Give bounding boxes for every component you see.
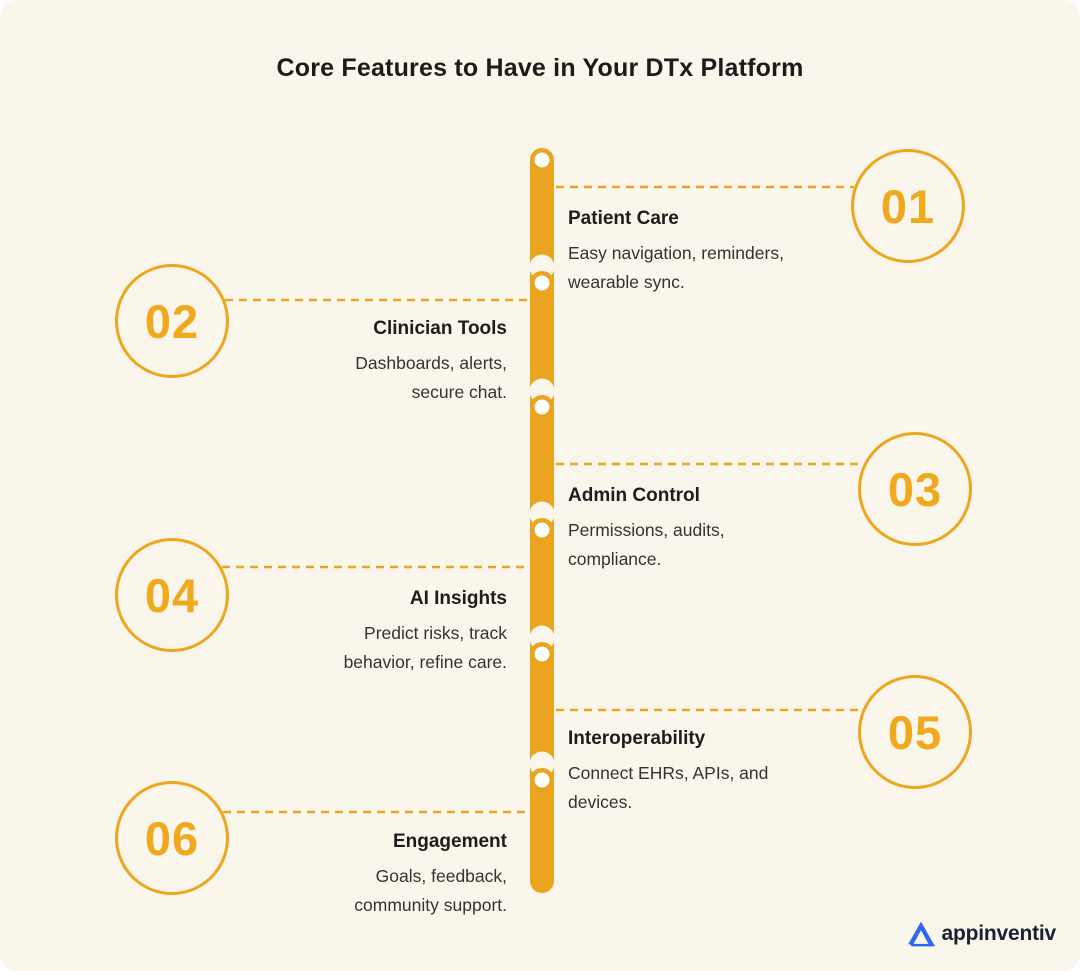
step-4: AI Insights Predict risks, track behavio… — [197, 587, 507, 677]
brand-logo: appinventiv — [906, 921, 1057, 947]
step-1: Patient Care Easy navigation, reminders,… — [568, 207, 878, 297]
timeline-node-dots — [534, 152, 550, 788]
step-6-description: Goals, feedback, community support. — [354, 866, 507, 915]
step-5: Interoperability Connect EHRs, APIs, and… — [568, 727, 878, 817]
step-1-number: 01 — [880, 179, 936, 233]
step-5-number: 05 — [887, 705, 943, 759]
appinventiv-triangle-icon — [906, 921, 935, 947]
step-2: Clinician Tools Dashboards, alerts, secu… — [197, 317, 507, 407]
step-5-description: Connect EHRs, APIs, and devices. — [568, 763, 769, 812]
step-6-title: Engagement — [392, 831, 507, 852]
step-1-title: Patient Care — [568, 208, 679, 229]
step-3-description: Permissions, audits, compliance. — [568, 520, 725, 569]
step-4-title: AI Insights — [409, 588, 507, 609]
step-2-number: 02 — [144, 294, 200, 348]
step-6: Engagement Goals, feedback, community su… — [197, 830, 507, 920]
node-dot-4 — [534, 522, 550, 538]
node-dot-1 — [534, 152, 550, 168]
step-6-number: 06 — [144, 811, 200, 865]
step-4-description: Predict risks, track behavior, refine ca… — [343, 623, 507, 672]
step-3: Admin Control Permissions, audits, compl… — [568, 484, 878, 574]
timeline-bar — [529, 148, 555, 893]
step-1-description: Easy navigation, reminders, wearable syn… — [568, 243, 784, 292]
step-6-number-badge: 06 — [115, 781, 229, 895]
step-1-number-badge: 01 — [851, 149, 965, 263]
connector-lines — [222, 185, 864, 814]
step-5-title: Interoperability — [568, 728, 706, 749]
node-dot-6 — [534, 772, 550, 788]
step-3-number: 03 — [887, 462, 943, 516]
step-2-description: Dashboards, alerts, secure chat. — [355, 353, 507, 402]
step-4-number: 04 — [144, 568, 200, 622]
node-dot-3 — [534, 399, 550, 415]
step-5-number-badge: 05 — [858, 675, 972, 789]
node-dot-2 — [534, 275, 550, 291]
step-3-number-badge: 03 — [858, 432, 972, 546]
step-2-number-badge: 02 — [115, 264, 229, 378]
step-4-number-badge: 04 — [115, 538, 229, 652]
step-3-title: Admin Control — [568, 485, 700, 506]
brand-name: appinventiv — [941, 922, 1057, 945]
page-title: Core Features to Have in Your DTx Platfo… — [276, 54, 804, 82]
step-2-title: Clinician Tools — [373, 318, 507, 339]
node-dot-5 — [534, 646, 550, 662]
